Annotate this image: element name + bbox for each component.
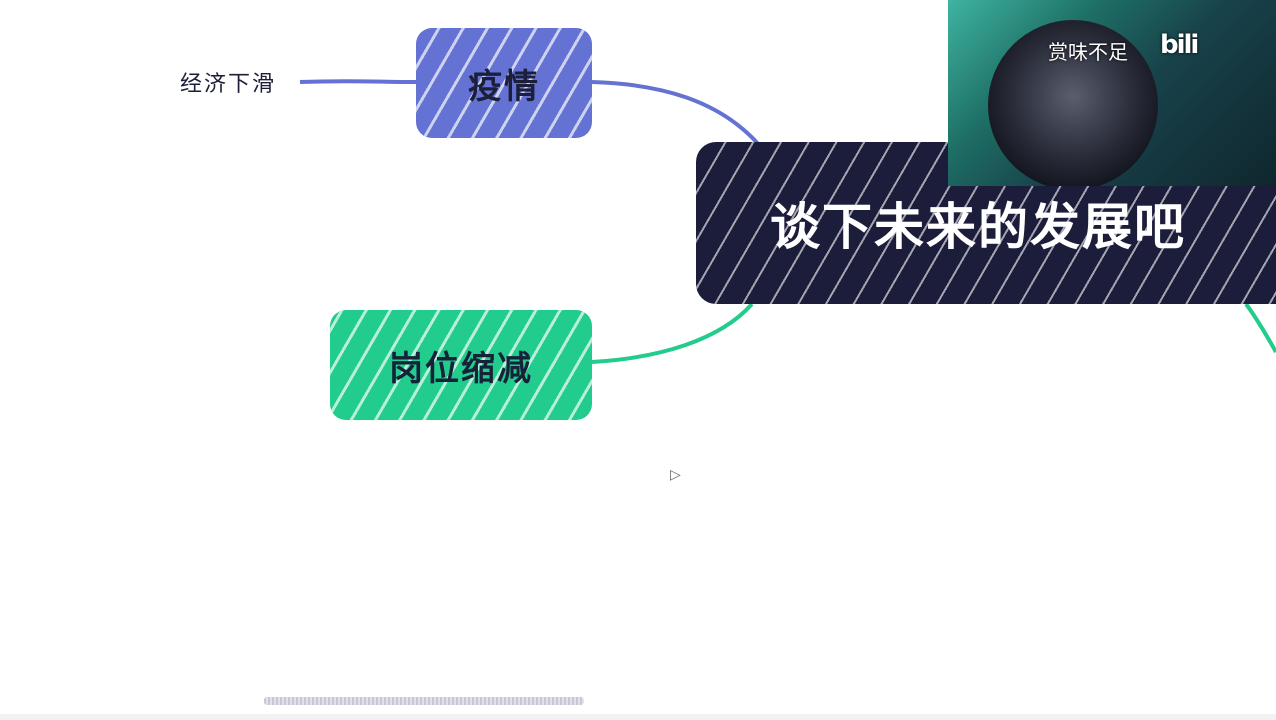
webcam-overlay: 赏味不足 bili <box>948 0 1276 186</box>
webcam-overlay-text: 赏味不足 <box>1048 40 1128 64</box>
connector-central-right <box>1244 302 1276 353</box>
webcam-figure <box>988 20 1158 186</box>
mouse-cursor-icon: ▷ <box>670 467 681 483</box>
node-job-cuts-label: 岗位缩减 <box>389 348 533 389</box>
node-job-cuts[interactable]: 岗位缩减 <box>330 310 592 420</box>
connector-epidemic-central <box>591 80 762 148</box>
connector-leaf-epidemic <box>299 79 417 84</box>
leaf-node-economic-decline[interactable]: 经济下滑 <box>180 72 277 97</box>
central-topic-label: 谈下未来的发展吧 <box>770 198 1186 256</box>
horizontal-scrollbar[interactable] <box>264 697 584 705</box>
node-epidemic[interactable]: 疫情 <box>416 28 592 138</box>
node-epidemic-label: 疫情 <box>468 66 540 107</box>
connector-jobcuts-central <box>591 302 754 364</box>
bilibili-logo-icon: bili <box>1160 30 1199 60</box>
status-bar <box>0 714 1276 720</box>
